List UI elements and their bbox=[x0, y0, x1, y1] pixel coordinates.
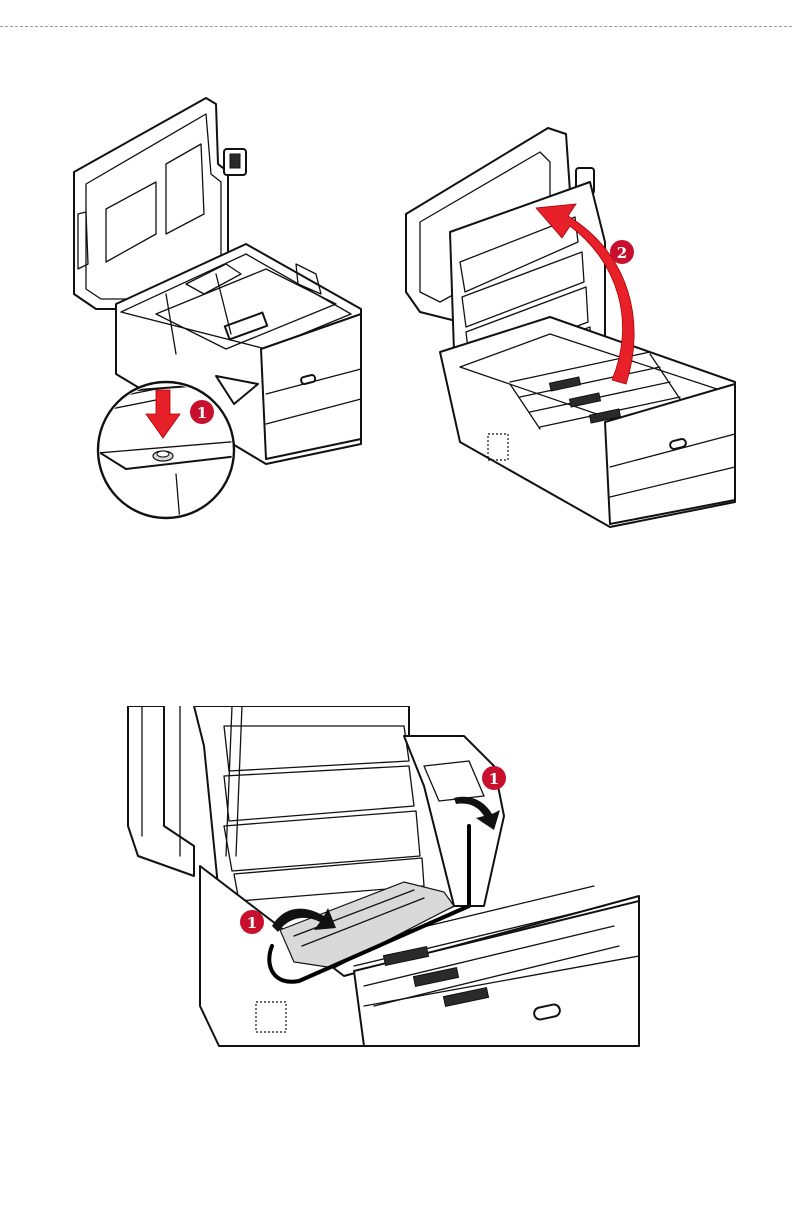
page-top-dashed-rule bbox=[0, 26, 792, 27]
printer-fuser-unit-illustration: 1 1 bbox=[124, 706, 644, 1050]
step-number: 1 bbox=[197, 404, 207, 422]
figure-raise-top-cover: 2 bbox=[400, 122, 740, 534]
printer-scanner-lid-open-illustration: 1 bbox=[66, 94, 366, 524]
step-number: 2 bbox=[617, 244, 627, 262]
figure-press-button: 1 bbox=[66, 94, 366, 524]
figure-fuser-release-levers: 1 1 bbox=[124, 706, 644, 1050]
step-number: 1 bbox=[247, 914, 257, 932]
step-number: 1 bbox=[489, 770, 499, 788]
printer-top-cover-raised-illustration: 2 bbox=[400, 122, 740, 534]
